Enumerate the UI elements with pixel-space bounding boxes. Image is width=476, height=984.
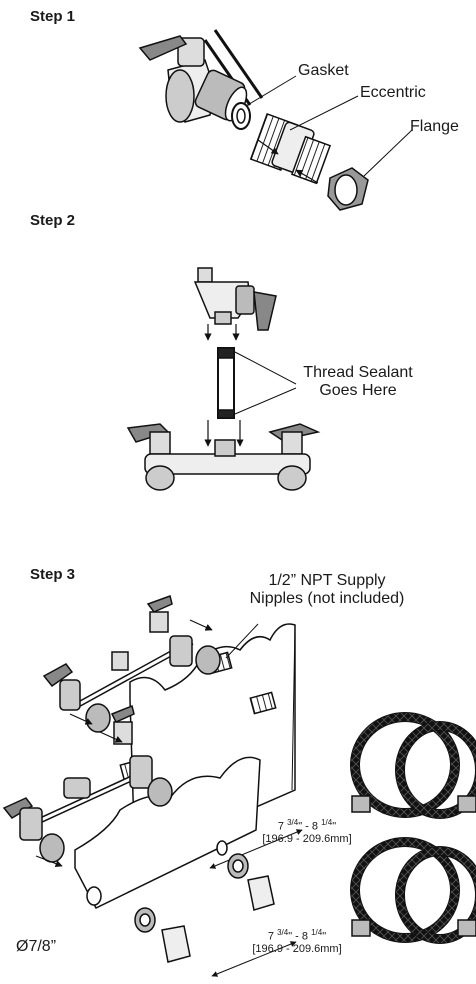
eccentric-loose-icon [247, 875, 275, 911]
thread-sealant-line2: Goes Here [319, 382, 397, 400]
step2-title: Step 2 [30, 212, 76, 229]
gasket-label: Gasket [298, 62, 349, 79]
dim-bottom-b-frac: 1/4 [311, 928, 323, 937]
thread-sealant-label: Thread Sealant Goes Here [298, 364, 418, 401]
supply-nipples-label: 1/2” NPT Supply Nipples (not included) [242, 572, 412, 609]
step1-art [138, 29, 413, 211]
dimension-top: 7 3/4" - 8 1/4" [196.9 - 209.6mm] [252, 818, 362, 846]
faucet-body-step2 [126, 423, 321, 491]
step3-title: Step 3 [30, 566, 76, 583]
faucet-assembly-bottom [2, 704, 173, 863]
step1-title: Step 1 [30, 8, 76, 25]
faucet-assembly-top [42, 595, 221, 733]
step3-bottom-art [2, 704, 297, 977]
dim-bottom-a: 7 [267, 930, 275, 943]
step2-art [126, 267, 321, 491]
hole-icon [86, 886, 102, 906]
supply-line1: 1/2” NPT Supply [268, 572, 386, 589]
flange-label: Flange [410, 118, 459, 135]
dim-top-a-frac: 3/4 [287, 818, 299, 827]
flange-icon [327, 167, 369, 211]
dim-top-b-frac: 1/4 [321, 818, 333, 827]
dimension-bottom: 7 3/4" - 8 1/4" [196.9 - 209.6mm] [242, 928, 352, 956]
dimension-top-range: 7 3/4" - 8 1/4" [277, 818, 337, 833]
dim-top-b: - 8 [305, 820, 319, 833]
eccentric-icon [249, 113, 332, 185]
dimension-bottom-range: 7 3/4" - 8 1/4" [267, 928, 327, 943]
dim-top-a: 7 [277, 820, 285, 833]
dim-bottom-b: - 8 [295, 930, 309, 943]
handle-icon [42, 663, 74, 688]
supply-line2: Nipples (not included) [249, 590, 405, 608]
dimension-bottom-metric: [196.9 - 209.6mm] [252, 943, 342, 956]
faucet-handle-icon [138, 35, 188, 61]
hole-diameter-label: Ø7/8” [16, 938, 57, 955]
spout-handle-icon [253, 291, 277, 331]
dimension-top-metric: [196.9 - 209.6mm] [262, 833, 352, 846]
braided-hoses-icon [350, 712, 476, 944]
thread-sealant-line1: Thread Sealant [303, 364, 413, 381]
dim-bottom-a-frac: 3/4 [277, 928, 289, 937]
eccentric-label: Eccentric [360, 84, 426, 101]
